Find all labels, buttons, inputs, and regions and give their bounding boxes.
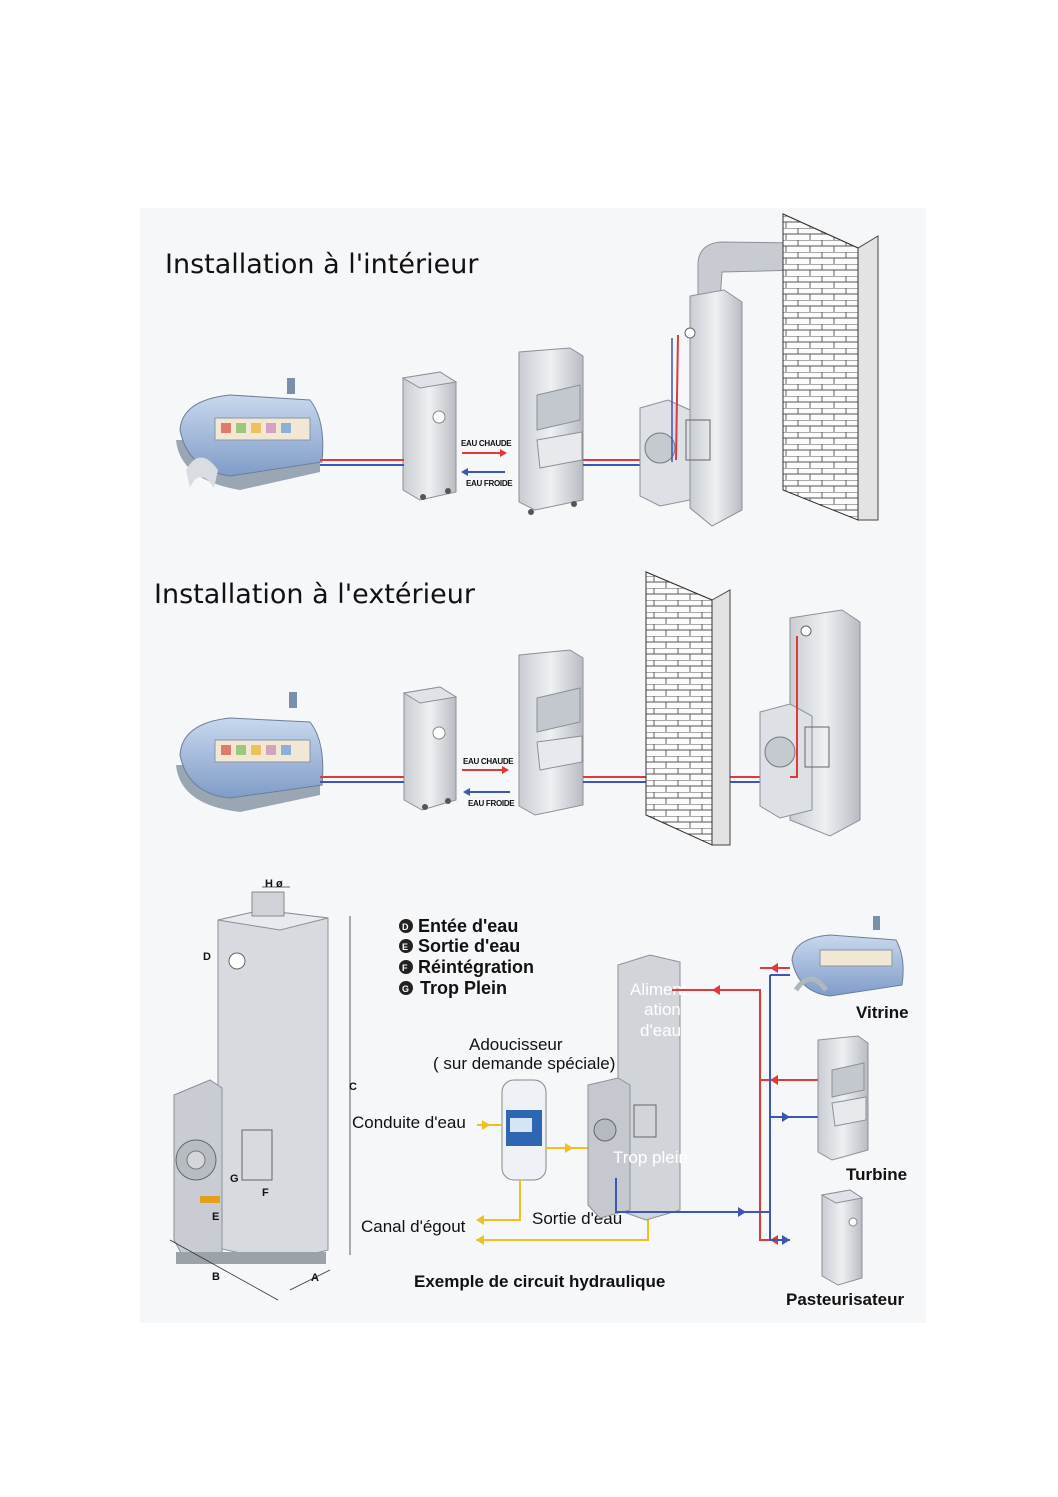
legend-e: Sortie d'eau [418,936,520,956]
dim-f: F [262,1187,269,1199]
connection-legend: D Entée d'eau E Sortie d'eau F Réintégra… [399,916,534,998]
legend-d: Entée d'eau [418,916,518,936]
turbine-unit-1 [518,347,584,515]
legend-g: Trop Plein [420,978,507,998]
label-cold-water: EAU FROIDE [466,479,513,488]
label-turbine: Turbine [846,1165,907,1184]
label-sewer: Canal d'égout [361,1217,466,1236]
label-softener: Adoucisseur [469,1035,563,1054]
label-supply-3: d'eau [640,1021,681,1040]
pasteurizer-icon [820,1189,864,1286]
tower-dimension-drawing: H ø C B A D E F G [169,878,357,1301]
label-hot-water: EAU CHAUDE [461,439,512,448]
pasteurizer-unit-1 [401,371,458,501]
title-interior: Installation à l'intérieur [165,249,479,280]
cooling-tower-exterior [759,609,861,837]
dim-a: A [311,1272,319,1284]
dim-d: D [203,951,211,963]
label-supply-2: ation [644,1000,681,1019]
cooling-tower-interior [639,241,801,527]
pasteurizer-unit-2 [402,686,458,811]
legend-e-badge: E [402,942,408,952]
legend-g-badge: G [402,984,409,994]
label-softener-note: ( sur demande spéciale) [433,1054,615,1073]
caption-hydraulic-circuit: Exemple de circuit hydraulique [414,1272,665,1291]
label-overflow: Trop plein [613,1148,688,1167]
legend-f-badge: F [402,963,408,973]
label-pasteurizer: Pasteurisateur [786,1290,904,1309]
legend-f: Réintégration [418,957,534,977]
showcase-icon [791,916,904,997]
showcase-unit-1 [176,378,324,490]
dim-g: G [230,1173,239,1185]
dim-e: E [212,1211,219,1223]
title-exterior: Installation à l'extérieur [154,579,476,610]
label-water-line: Conduite d'eau [352,1113,466,1132]
hydraulic-circuit: Adoucisseur ( sur demande spéciale) Cond… [352,916,909,1309]
dim-b: B [212,1271,220,1283]
label-showcase: Vitrine [856,1003,909,1022]
brick-wall-interior [782,213,879,521]
legend-d-badge: D [402,922,409,932]
label-supply-1: Aliment [630,980,687,999]
label-cold-water-2: EAU FROIDE [468,799,515,808]
turbine-icon [817,1035,869,1161]
turbine-unit-2 [518,649,584,816]
dim-c: C [349,1081,357,1093]
showcase-unit-2 [176,692,324,812]
dim-h: H ø [265,878,283,890]
label-hot-water-2: EAU CHAUDE [463,757,514,766]
brick-wall-exterior [645,571,731,846]
pipes-interior: EAU CHAUDE EAU FROIDE [320,439,668,488]
